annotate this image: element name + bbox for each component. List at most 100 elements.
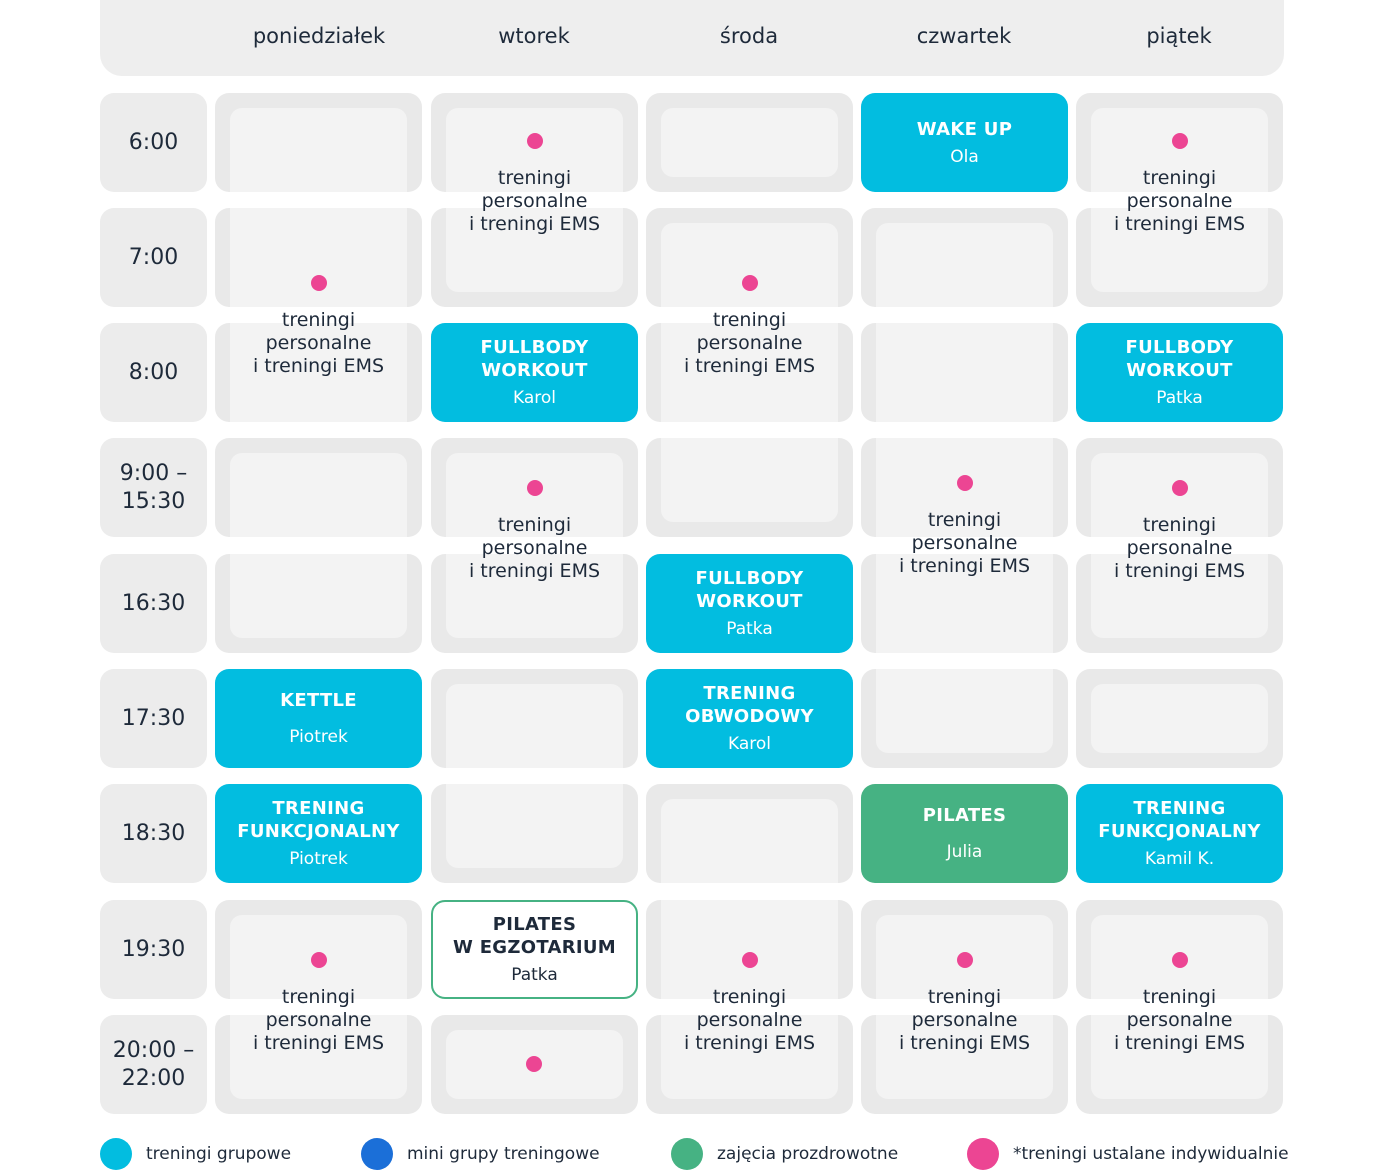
time-label: 7:00 xyxy=(128,244,179,270)
personal-line: i treningi EMS xyxy=(468,213,601,235)
personal-training-block[interactable]: treningi personalne i treningi EMS xyxy=(646,952,853,1055)
personal-line: treningi xyxy=(281,986,356,1008)
personal-line: personalne xyxy=(1126,537,1233,559)
empty-slot xyxy=(646,1015,853,1114)
class-card[interactable]: FULLBODY WORKOUT Patka xyxy=(646,554,853,653)
day-wednesday: środa xyxy=(719,24,779,48)
class-card[interactable]: WAKE UP Ola xyxy=(861,93,1068,192)
empty-slot xyxy=(861,208,1068,307)
personal-training-block[interactable]: treningi personalne i treningi EMS xyxy=(431,480,638,583)
time-label: 18:30 xyxy=(121,820,186,846)
class-card[interactable]: FULLBODY WORKOUT Patka xyxy=(1076,323,1283,422)
class-name: WAKE UP xyxy=(916,118,1013,140)
class-card[interactable]: TRENING OBWODOWY Karol xyxy=(646,669,853,768)
personal-line: treningi xyxy=(1142,167,1217,189)
personal-line: treningi xyxy=(927,986,1002,1008)
trainer-name: Patka xyxy=(726,619,773,639)
trainer-name: Karol xyxy=(512,388,556,408)
personal-training-block[interactable]: treningi personalne i treningi EMS xyxy=(1076,480,1283,583)
legend-dot-icon xyxy=(967,1138,999,1170)
personal-line: personalne xyxy=(696,1009,803,1031)
personal-training-block[interactable]: treningi personalne i treningi EMS xyxy=(1076,133,1283,236)
class-name: FULLBODY WORKOUT xyxy=(695,568,804,612)
empty-slot xyxy=(431,208,638,307)
legend-health: zajęcia prozdrowotne xyxy=(671,1138,898,1170)
trainer-name: Ola xyxy=(950,146,979,167)
personal-training-block[interactable]: treningi personalne i treningi EMS xyxy=(861,952,1068,1055)
individual-dot xyxy=(1171,133,1188,149)
individual-dot xyxy=(310,275,327,291)
personal-line: i treningi EMS xyxy=(468,560,601,582)
trainer-name: Piotrek xyxy=(289,727,348,747)
empty-slot xyxy=(646,93,853,192)
legend-dot-icon xyxy=(361,1138,393,1170)
empty-slot xyxy=(431,93,638,192)
class-name: PILATES W EGZOTARIUM xyxy=(452,914,617,958)
time-label: 20:00 – 22:00 xyxy=(112,1037,195,1091)
class-card[interactable]: KETTLE Piotrek xyxy=(215,669,422,768)
empty-slot xyxy=(215,323,422,422)
personal-line: personalne xyxy=(1126,1009,1233,1031)
empty-slot xyxy=(431,669,638,768)
legend-dot-icon xyxy=(100,1138,132,1170)
time-slot: 18:30 xyxy=(100,784,207,883)
empty-slot xyxy=(215,554,422,653)
time-slot: 17:30 xyxy=(100,669,207,768)
personal-line: i treningi EMS xyxy=(1113,1032,1246,1054)
personal-line: personalne xyxy=(481,190,588,212)
personal-line: treningi xyxy=(1142,986,1217,1008)
class-name: PILATES xyxy=(922,805,1007,826)
empty-slot xyxy=(646,900,853,999)
personal-line: i treningi EMS xyxy=(898,1032,1031,1054)
personal-training-block[interactable]: treningi personalne i treningi EMS xyxy=(1076,952,1283,1055)
empty-slot xyxy=(215,208,422,307)
empty-slot xyxy=(1076,1015,1283,1114)
empty-slot xyxy=(1076,669,1283,768)
class-name: TRENING FUNKCJONALNY xyxy=(237,798,400,842)
legend-mini-group: mini grupy treningowe xyxy=(361,1138,600,1170)
personal-line: personalne xyxy=(911,532,1018,554)
class-card[interactable]: TRENING FUNKCJONALNY Kamil K. xyxy=(1076,784,1283,883)
day-thursday: czwartek xyxy=(916,24,1012,48)
personal-training-block[interactable]: treningi personalne i treningi EMS xyxy=(861,475,1068,578)
class-card[interactable]: FULLBODY WORKOUT Karol xyxy=(431,323,638,422)
personal-line: treningi xyxy=(1142,514,1217,536)
personal-training-block[interactable]: treningi personalne i treningi EMS xyxy=(646,275,853,378)
empty-slot xyxy=(861,438,1068,537)
time-label: 6:00 xyxy=(128,129,179,155)
class-name: TRENING OBWODOWY xyxy=(685,683,814,727)
empty-slot xyxy=(646,438,853,537)
individual-dot xyxy=(310,952,327,968)
personal-line: i treningi EMS xyxy=(252,1032,385,1054)
personal-line: i treningi EMS xyxy=(683,355,816,377)
day-tuesday: wtorek xyxy=(498,24,570,48)
day-monday: poniedziałek xyxy=(252,24,386,48)
time-label: 8:00 xyxy=(128,359,179,385)
empty-slot xyxy=(861,554,1068,653)
legend-label: *treningi ustalane indywidualnie xyxy=(1013,1144,1289,1164)
time-label: 19:30 xyxy=(121,936,186,962)
personal-line: personalne xyxy=(1126,190,1233,212)
class-name: TRENING FUNKCJONALNY xyxy=(1098,798,1261,842)
class-card[interactable]: PILATES Julia xyxy=(861,784,1068,883)
time-label: 9:00 – 15:30 xyxy=(119,460,188,514)
trainer-name: Piotrek xyxy=(289,849,348,869)
empty-slot xyxy=(215,93,422,192)
personal-training-block[interactable]: treningi personalne i treningi EMS xyxy=(215,952,422,1055)
personal-line: personalne xyxy=(265,1009,372,1031)
empty-slot xyxy=(215,1015,422,1114)
personal-training-block[interactable]: treningi personalne i treningi EMS xyxy=(215,275,422,378)
empty-slot xyxy=(431,784,638,883)
class-card[interactable]: PILATES W EGZOTARIUM Patka xyxy=(431,900,638,999)
individual-dot[interactable] xyxy=(526,1056,542,1072)
personal-line: treningi xyxy=(712,309,787,331)
legend-label: treningi grupowe xyxy=(146,1144,292,1164)
empty-slot xyxy=(646,784,853,883)
personal-training-block[interactable]: treningi personalne i treningi EMS xyxy=(431,133,638,236)
legend-dot-icon xyxy=(671,1138,703,1170)
empty-slot xyxy=(646,323,853,422)
class-card[interactable]: TRENING FUNKCJONALNY Piotrek xyxy=(215,784,422,883)
personal-line: treningi xyxy=(281,309,356,331)
empty-slot xyxy=(215,438,422,537)
personal-line: i treningi EMS xyxy=(1113,560,1246,582)
